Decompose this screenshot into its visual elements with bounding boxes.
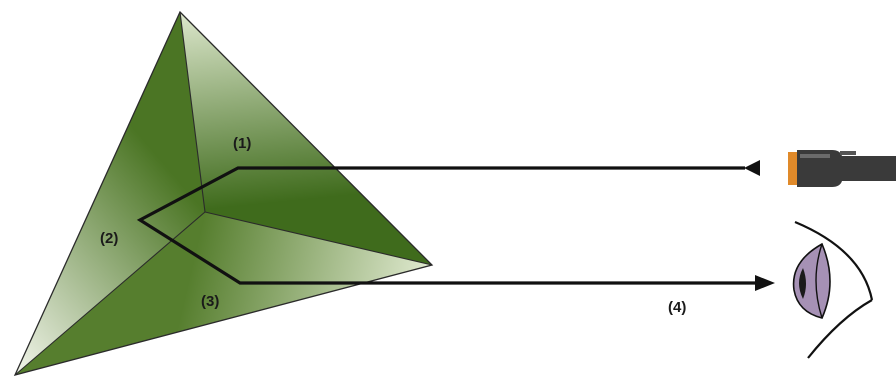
eye-icon xyxy=(794,222,872,358)
step-label-3: (3) xyxy=(201,293,219,310)
flashlight-lens xyxy=(788,152,797,185)
flashlight-icon xyxy=(788,150,896,187)
flashlight-switch xyxy=(840,151,856,155)
eye-iris xyxy=(794,244,830,318)
step-label-2: (2) xyxy=(100,230,118,247)
flashlight-highlight xyxy=(800,154,830,158)
ray-arrowhead-outgoing xyxy=(755,275,775,291)
prism xyxy=(15,12,432,375)
step-label-4: (4) xyxy=(668,299,686,316)
step-label-1: (1) xyxy=(233,135,251,152)
ray-arrowhead-incoming xyxy=(744,160,760,176)
